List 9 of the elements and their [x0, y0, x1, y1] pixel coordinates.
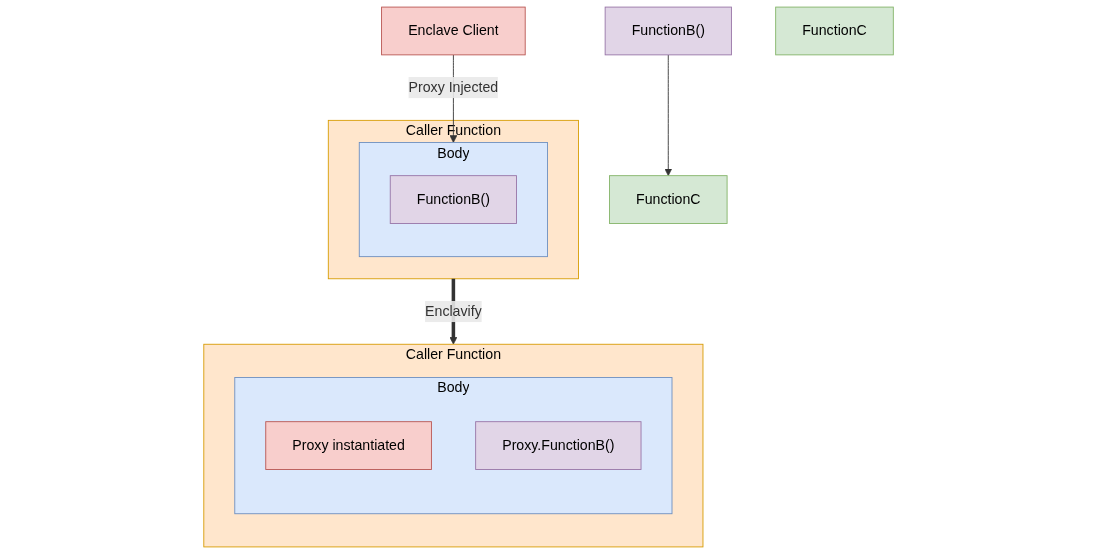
node-box: FunctionB()	[390, 175, 518, 224]
node-box: Proxy.FunctionB()	[475, 421, 642, 470]
node-box: FunctionB()	[605, 6, 733, 56]
edge-label: Enclavify	[425, 303, 483, 319]
node-box: FunctionC	[775, 6, 895, 56]
node-box: Proxy instantiated	[265, 421, 433, 470]
node-box: FunctionC	[609, 175, 728, 224]
edge-label: Proxy Injected	[408, 79, 499, 95]
node-box: Enclave Client	[381, 6, 527, 56]
